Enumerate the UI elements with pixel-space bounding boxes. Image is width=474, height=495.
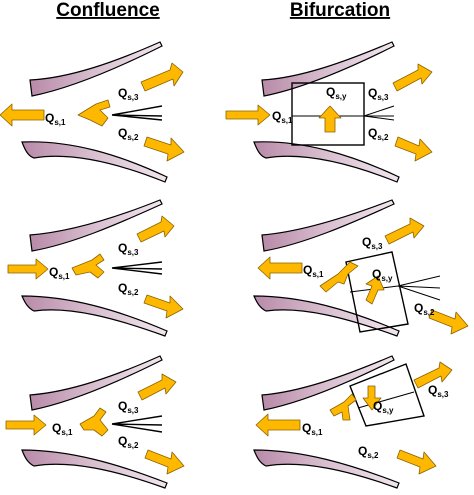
inflow-arrow-2-icon — [143, 136, 185, 162]
outflow-arrow-2-icon — [144, 449, 185, 475]
q-s2-label: Qs,2 — [118, 281, 139, 297]
confluence-panel-3: Qs,1 Qs,3 Qs,2 — [5, 355, 185, 489]
confluence-panel-2: Qs,1 Qs,3 Qs,2 — [7, 199, 184, 337]
q-s3-label: Qs,3 — [368, 86, 389, 102]
outflow-arrow-2-icon — [394, 136, 433, 162]
upper-bank — [29, 41, 163, 97]
upper-bank — [29, 199, 163, 252]
confluence-heading: Confluence — [56, 0, 159, 21]
q-s2-label: Qs,2 — [414, 301, 435, 317]
q-s3-label: Qs,3 — [118, 399, 139, 415]
inflow-arrow-icon — [5, 414, 47, 436]
control-volume-box — [349, 363, 425, 427]
q-sy-label: Qs,y — [326, 85, 347, 101]
control-volume-divider — [292, 105, 395, 121]
control-volume-box — [291, 82, 365, 146]
q-s2-label: Qs,2 — [368, 126, 389, 142]
control-volume-divider — [357, 391, 415, 409]
upper-bank — [29, 355, 163, 411]
bifurcation-panel-1: Qs,1 Qs,y Qs,3 Qs,2 — [225, 41, 433, 183]
outflow-arrow-3-icon — [392, 63, 433, 92]
bifurcation-panel-2: Qs,1 Qs,y Qs,3 Qs,2 — [253, 199, 469, 337]
q-sy-label: Qs,y — [372, 267, 393, 283]
channel-split-lines — [111, 105, 163, 121]
channel-split-lines — [111, 415, 163, 433]
bifurcation-panel-3: Qs,1 Qs,y Qs,3 Qs,2 — [253, 355, 453, 489]
upper-bank — [261, 355, 395, 411]
outflow-arrow-icon — [0, 103, 45, 127]
control-volume-flux-arrow-icon — [365, 275, 385, 305]
lower-bank — [253, 141, 400, 183]
q-s1-label: Qs,1 — [272, 109, 293, 125]
outflow-arrow-3-icon — [413, 361, 453, 389]
split-arrow-icon — [79, 407, 109, 437]
confluence-panel-1: Qs,1 Qs,3 Qs,2 — [0, 41, 185, 183]
inflow-arrow-3-icon — [140, 62, 184, 92]
split-arrow-icon — [71, 253, 105, 279]
outflow-arrow-icon — [255, 413, 301, 437]
lateral-flux-arrow-icon — [318, 105, 342, 133]
q-s1-label: Qs,1 — [302, 421, 323, 437]
lateral-flux-arrow-icon — [329, 393, 357, 421]
control-volume-box — [345, 251, 409, 333]
q-s2-label: Qs,2 — [358, 444, 379, 460]
inflow-arrow-icon — [7, 258, 49, 280]
q-s1-label: Qs,1 — [52, 421, 73, 437]
outflow-arrow-3-icon — [384, 217, 425, 245]
control-volume-flux-arrow-icon — [362, 385, 382, 411]
q-s3-label: Qs,3 — [118, 86, 139, 102]
q-sy-label: Qs,y — [373, 399, 394, 415]
q-s1-label: Qs,1 — [303, 263, 324, 279]
q-s3-label: Qs,3 — [362, 235, 383, 251]
outflow-arrow-3-icon — [137, 373, 177, 401]
lower-bank — [21, 141, 168, 183]
outflow-arrow-2-icon — [396, 449, 437, 475]
q-s2-label: Qs,2 — [118, 434, 139, 450]
outflow-arrow-3-icon — [136, 215, 175, 243]
upper-bank — [261, 199, 395, 252]
outflow-arrow-icon — [257, 256, 303, 280]
q-s3-label: Qs,3 — [428, 383, 449, 399]
lateral-flux-arrow-icon — [319, 261, 359, 293]
inflow-arrow-icon — [225, 104, 271, 126]
lower-bank — [21, 295, 168, 337]
q-s3-label: Qs,3 — [118, 241, 139, 257]
lower-bank — [253, 449, 400, 489]
bifurcation-heading: Bifurcation — [290, 0, 390, 21]
merge-arrow-icon — [77, 99, 111, 127]
channel-split-lines — [111, 261, 163, 275]
q-s1-label: Qs,1 — [49, 265, 70, 281]
q-s1-label: Qs,1 — [45, 111, 66, 127]
q-s2-label: Qs,2 — [118, 126, 139, 142]
control-volume-divider — [349, 275, 441, 301]
lower-bank — [21, 449, 168, 489]
inflow-arrow-2-icon — [143, 294, 184, 319]
outflow-arrow-2-icon — [428, 309, 469, 335]
lower-bank — [253, 295, 400, 337]
